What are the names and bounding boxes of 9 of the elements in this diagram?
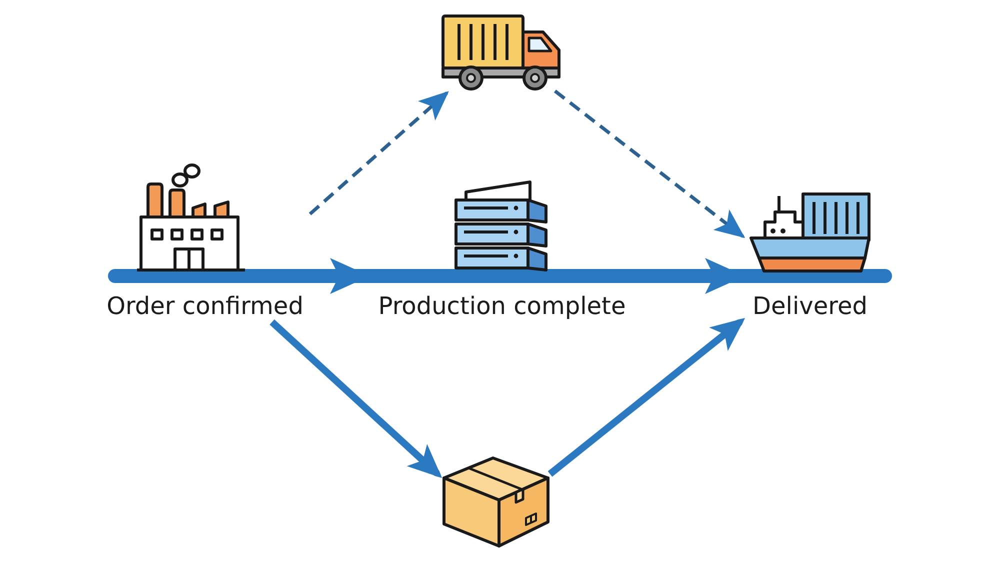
milestone-label: Production complete [378, 292, 626, 320]
milestone-label: Order confirmed [106, 292, 304, 320]
arrow [270, 319, 444, 481]
parcel-icon [442, 456, 550, 548]
milestone-label: Delivered [752, 292, 868, 320]
dashed-arrow [554, 90, 746, 240]
arrow [548, 315, 748, 477]
dashed-arrow [308, 90, 450, 216]
truck-icon [441, 14, 561, 91]
